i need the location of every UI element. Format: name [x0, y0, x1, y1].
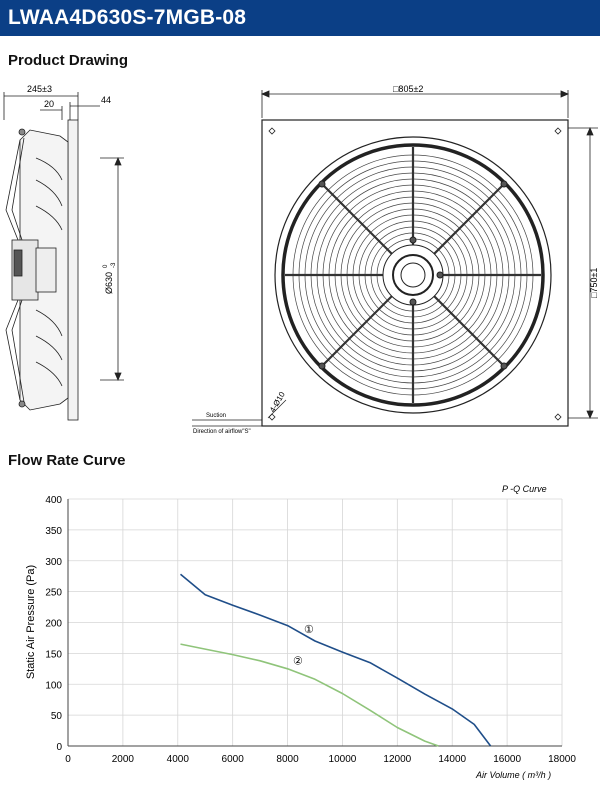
x-tick-label: 8000 [276, 754, 299, 765]
product-drawing: 245±3 20 44 Ø630 0 -3 Suction Direction … [3, 84, 599, 435]
dim-diameter-sub: -3 [111, 262, 117, 268]
y-tick-label: 300 [45, 557, 62, 568]
y-axis-label: Static Air Pressure (Pa) [25, 565, 37, 679]
chart-title: P -Q Curve [502, 484, 547, 494]
x-tick-label: 4000 [167, 754, 190, 765]
x-axis-label: Air Volume ( m³/h ) [475, 770, 551, 780]
x-tick-label: 12000 [383, 754, 411, 765]
y-tick-label: 0 [56, 742, 62, 753]
x-tick-label: 10000 [329, 754, 357, 765]
dim-diameter: Ø630 0 -3 [103, 262, 117, 294]
y-tick-label: 350 [45, 526, 62, 537]
series-label-2: ② [293, 655, 303, 667]
dim-diameter-sup: 0 [103, 264, 109, 268]
page-title: LWAA4D630S-7MGB-08 [8, 6, 247, 29]
dim-diameter-label: Ø630 [104, 272, 114, 294]
airflow-label: Direction of airflow"S" [193, 429, 251, 435]
series-line-2 [180, 643, 439, 747]
dim-top-label: □805±2 [393, 84, 423, 94]
x-tick-label: 14000 [438, 754, 466, 765]
section-heading-curve: Flow Rate Curve [8, 452, 126, 469]
x-tick-label: 2000 [112, 754, 135, 765]
section-heading-drawing: Product Drawing [8, 52, 129, 69]
x-tick-label: 0 [65, 754, 71, 765]
x-tick-label: 6000 [222, 754, 245, 765]
y-tick-label: 250 [45, 588, 62, 599]
x-tick-label: 16000 [493, 754, 521, 765]
y-tick-label: 400 [45, 495, 62, 506]
chart-grid [67, 498, 563, 747]
suction-label: Suction [206, 413, 226, 419]
series-label-1: ① [304, 624, 314, 636]
dim-44-label: 44 [101, 95, 111, 105]
y-tick-label: 200 [45, 619, 62, 630]
y-tick-label: 50 [51, 711, 63, 722]
y-tick-label: 150 [45, 649, 62, 660]
title-bar: LWAA4D630S-7MGB-08 [0, 0, 600, 36]
dim-20-label: 20 [44, 99, 54, 109]
chart-series: ①② [179, 573, 492, 747]
y-tick-label: 100 [45, 680, 62, 691]
x-tick-label: 18000 [548, 754, 576, 765]
dim-width-label: 245±3 [27, 84, 52, 94]
series-line-1 [179, 573, 492, 747]
dim-side-label: □750±1 [589, 268, 599, 298]
